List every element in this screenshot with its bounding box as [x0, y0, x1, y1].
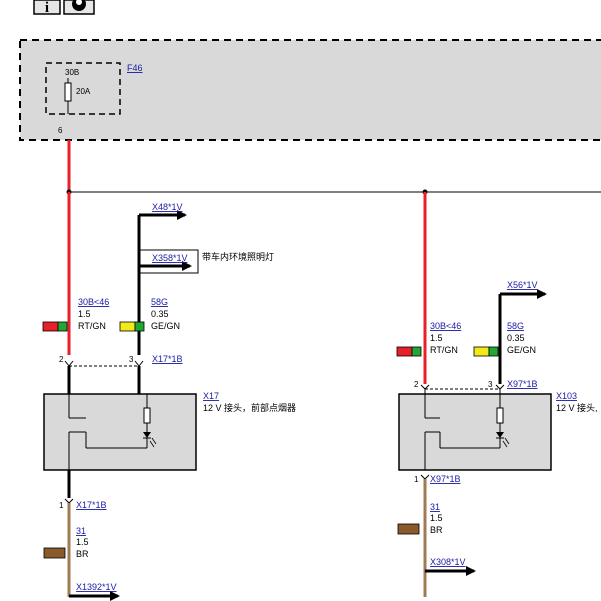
- left-connector-top[interactable]: X48*1V: [152, 202, 183, 212]
- led-icon: [143, 432, 151, 438]
- left-wire-b-name[interactable]: 58G: [151, 297, 168, 307]
- left-wire-ground-name[interactable]: 31: [76, 526, 86, 536]
- fuse-icon: [64, 82, 72, 102]
- left-wire-ground-color: BR: [76, 549, 89, 559]
- right-wire-b-name[interactable]: 58G: [507, 321, 524, 331]
- left-branch: 30B<46 1.5 RT/GN X48*1V X358*1V 带车内环境照明灯…: [42, 192, 296, 601]
- right-component-label: 12 V 接头,: [556, 402, 598, 413]
- left-component-label: 12 V 接头，前部点烟器: [203, 402, 296, 413]
- fuse-pin: 6: [58, 126, 63, 135]
- record-icon: [72, 0, 86, 11]
- left-pin-bottom: 1: [59, 501, 64, 510]
- right-wire-b-size: 0.35: [507, 333, 525, 343]
- left-pin-a: 2: [59, 355, 64, 364]
- fuse-terminal: 30B: [65, 68, 79, 77]
- fuse-box-region: 30B 20A F46 6: [19, 39, 601, 141]
- left-light-label: 带车内环境照明灯: [202, 251, 274, 262]
- left-wire-ground-size: 1.5: [76, 537, 89, 547]
- right-wire-ground-size: 1.5: [430, 513, 443, 523]
- right-wire-ground-name[interactable]: 31: [430, 502, 440, 512]
- left-plug-top[interactable]: X17*1B: [152, 354, 183, 364]
- right-branch: 30B<46 1.5 RT/GN X56*1V 58G 0.35 GE/GN 2…: [396, 192, 598, 597]
- record-button[interactable]: [63, 0, 95, 15]
- right-connector-bottom[interactable]: X308*1V: [430, 557, 466, 567]
- swatch-yellow: [119, 321, 136, 332]
- right-pin-bottom: 1: [414, 475, 419, 484]
- left-wire-a-color: RT/GN: [78, 321, 106, 331]
- right-plug-top[interactable]: X97*1B: [507, 379, 538, 389]
- fuse-rating: 20A: [76, 87, 91, 96]
- fuse-link[interactable]: F46: [127, 63, 143, 73]
- fuse-holder: [45, 62, 121, 115]
- right-wire-b-color: GE/GN: [507, 345, 536, 355]
- right-wire-a-color: RT/GN: [430, 345, 458, 355]
- left-component-box[interactable]: [43, 393, 197, 471]
- left-component-id[interactable]: X17: [203, 391, 219, 401]
- left-pin-b: 3: [129, 355, 134, 364]
- swatch-green: [57, 321, 68, 332]
- left-connector-bottom[interactable]: X1392*1V: [76, 582, 117, 592]
- right-wire-ground-color: BR: [430, 525, 443, 535]
- left-plug-bottom[interactable]: X17*1B: [76, 500, 107, 510]
- left-connector-light[interactable]: X358*1V: [152, 253, 188, 263]
- right-plug-bottom[interactable]: X97*1B: [430, 474, 461, 484]
- right-component-id[interactable]: X103: [556, 391, 577, 401]
- light-option-box: [137, 249, 199, 274]
- right-wire-a-name[interactable]: 30B<46: [430, 321, 461, 331]
- right-connector-top[interactable]: X56*1V: [507, 280, 538, 290]
- swatch-green-2: [134, 321, 145, 332]
- left-wire-b-size: 0.35: [151, 309, 169, 319]
- right-pin-b: 3: [488, 380, 493, 389]
- left-wire-b-color: GE/GN: [151, 321, 180, 331]
- right-component-box[interactable]: [398, 393, 552, 471]
- right-wire-a-size: 1.5: [430, 333, 443, 343]
- info-button[interactable]: i: [33, 0, 61, 16]
- left-wire-a-size: 1.5: [78, 309, 91, 319]
- right-pin-a: 2: [414, 380, 419, 389]
- swatch-brown: [43, 547, 66, 559]
- info-icon: i: [45, 0, 49, 16]
- left-wire-a-name[interactable]: 30B<46: [78, 297, 109, 307]
- swatch-red: [42, 321, 59, 332]
